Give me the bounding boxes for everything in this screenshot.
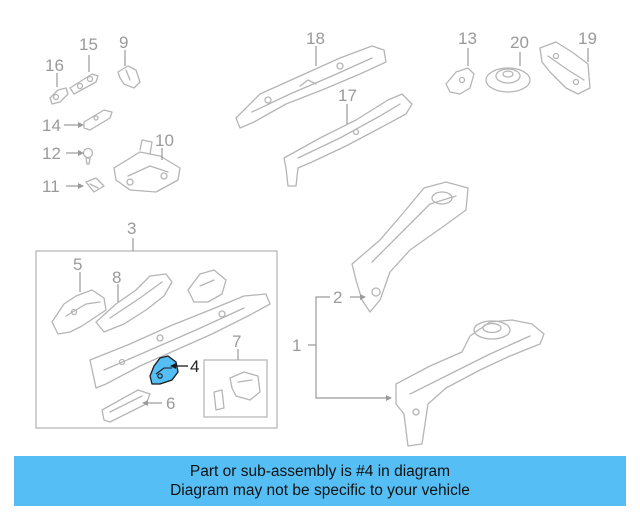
banner-line-2: Diagram may not be specific to your vehi… bbox=[170, 482, 470, 499]
part-7[interactable]: 7 bbox=[203, 332, 268, 418]
part-13[interactable]: 13 bbox=[445, 29, 477, 95]
part-2[interactable]: 2 bbox=[333, 181, 469, 313]
callout-5: 5 bbox=[73, 255, 82, 274]
callout-15: 15 bbox=[79, 35, 98, 54]
callout-12: 12 bbox=[42, 144, 61, 163]
info-banner: Part or sub-assembly is #4 in diagram Di… bbox=[14, 456, 626, 506]
callout-13: 13 bbox=[458, 29, 477, 48]
rear-frame-rail bbox=[395, 319, 545, 447]
part-11[interactable]: 11 bbox=[42, 177, 105, 196]
part-14[interactable]: 14 bbox=[42, 109, 113, 135]
callout-2: 2 bbox=[333, 288, 342, 307]
callout-6: 6 bbox=[166, 394, 175, 413]
callout-8: 8 bbox=[112, 268, 121, 287]
part-1[interactable]: 1 bbox=[292, 296, 392, 401]
callout-9: 9 bbox=[119, 33, 128, 52]
callout-7: 7 bbox=[232, 332, 241, 351]
part-8[interactable]: 8 bbox=[95, 268, 173, 333]
part-12[interactable]: 12 bbox=[42, 144, 94, 165]
callout-3: 3 bbox=[127, 219, 136, 238]
inner-rail bbox=[89, 293, 271, 389]
part-5[interactable]: 5 bbox=[51, 255, 107, 335]
assembly-3[interactable]: 3 bbox=[35, 219, 278, 429]
part-17[interactable]: 17 bbox=[283, 86, 413, 187]
callout-14: 14 bbox=[42, 116, 61, 135]
callout-1: 1 bbox=[292, 336, 301, 355]
callout-20: 20 bbox=[510, 33, 529, 52]
part-9[interactable]: 9 bbox=[117, 33, 141, 89]
part-6[interactable]: 6 bbox=[101, 389, 175, 423]
callout-10: 10 bbox=[155, 131, 174, 150]
part-10[interactable]: 10 bbox=[113, 131, 181, 193]
callout-11: 11 bbox=[42, 177, 60, 196]
callout-16: 16 bbox=[45, 56, 64, 75]
part-15[interactable]: 15 bbox=[69, 35, 99, 95]
banner-line-1: Part or sub-assembly is #4 in diagram bbox=[189, 463, 451, 480]
part-16[interactable]: 16 bbox=[45, 56, 69, 105]
part-4-highlighted[interactable]: 4 bbox=[149, 355, 199, 385]
callout-4: 4 bbox=[190, 357, 199, 376]
callout-17: 17 bbox=[338, 86, 357, 105]
upper-bracket bbox=[187, 269, 227, 303]
part-20[interactable]: 20 bbox=[485, 33, 531, 93]
callout-18: 18 bbox=[306, 29, 325, 48]
callout-19: 19 bbox=[578, 29, 597, 48]
part-18[interactable]: 18 bbox=[235, 29, 387, 129]
part-19[interactable]: 19 bbox=[539, 29, 597, 95]
